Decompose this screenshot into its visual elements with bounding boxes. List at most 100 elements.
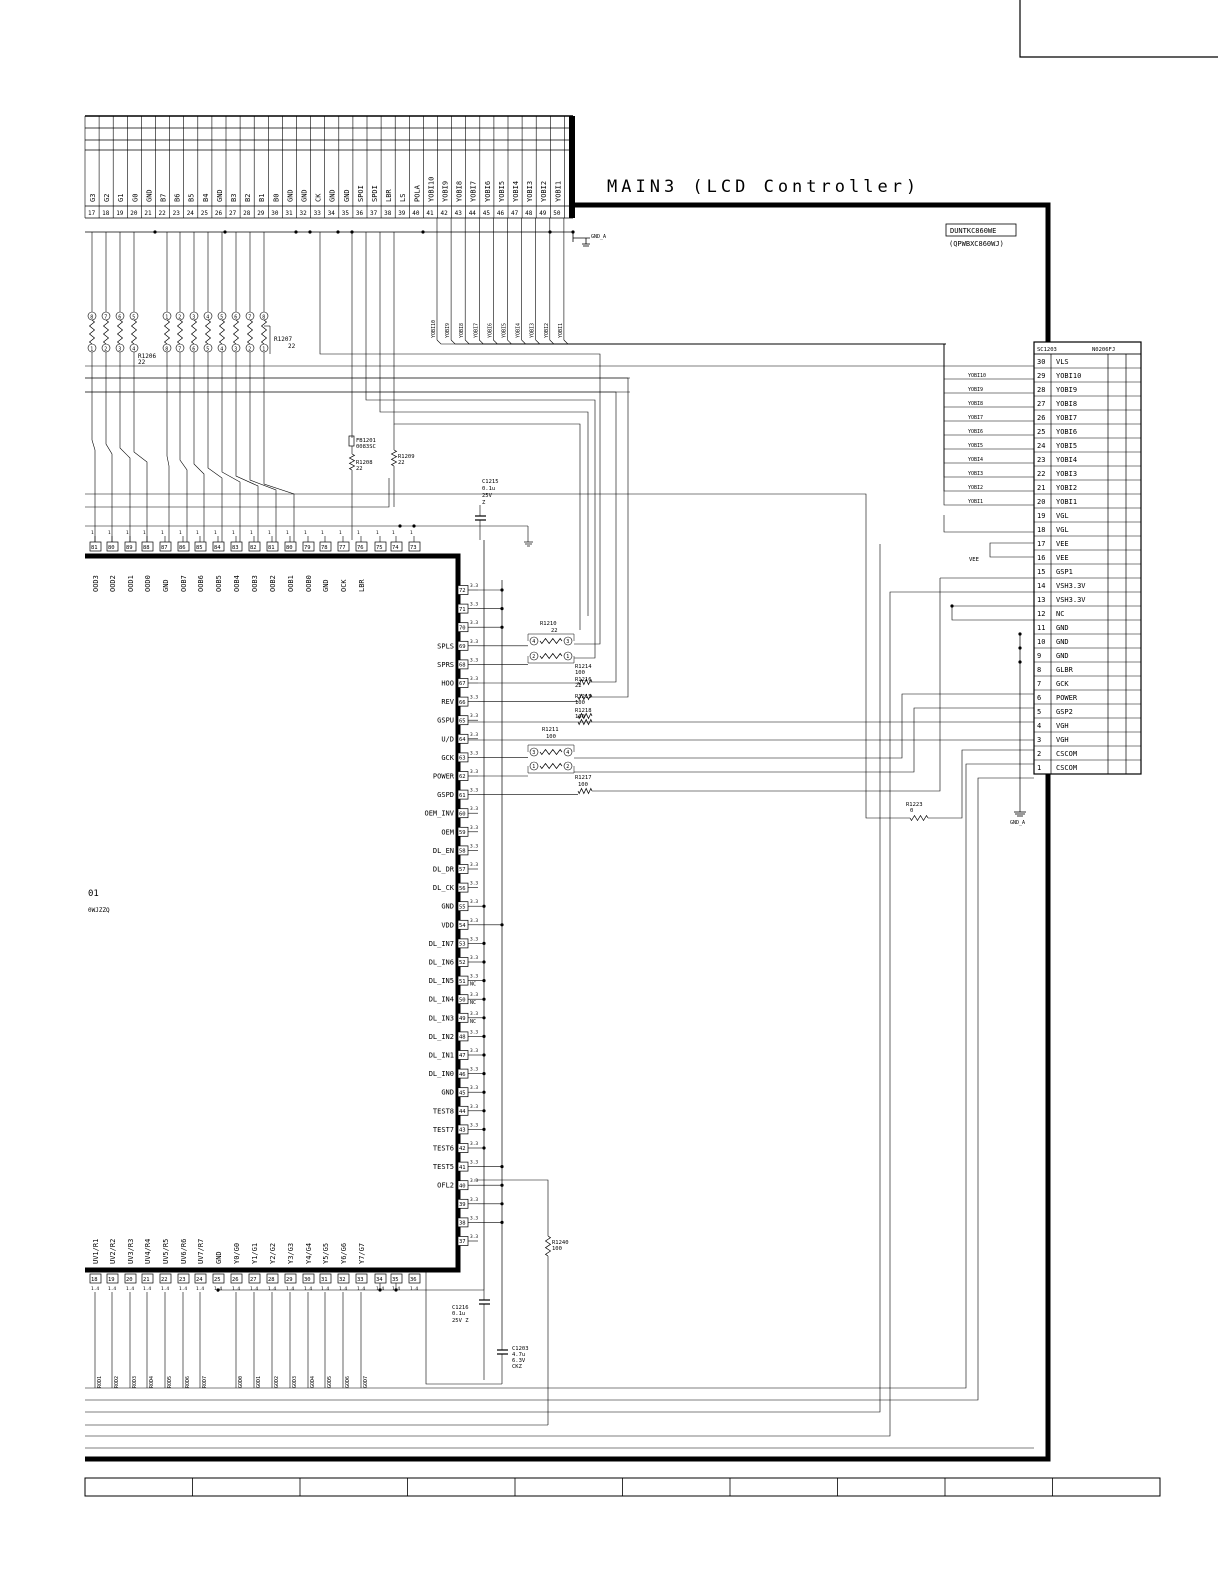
bus-signal-label: SPOI (357, 185, 365, 202)
ic-right-pin-voltage: 3.3 (470, 676, 478, 682)
ic-bottom-net-label: GOD1 (256, 1376, 262, 1388)
bus-pin-number: 37 (370, 210, 378, 217)
bus-pin-number: 32 (300, 210, 308, 217)
ic-right-signal-label: DL_IN6 (429, 959, 454, 967)
wire (951, 606, 1034, 621)
resistor-pin-number: 8 (262, 315, 265, 321)
ic-bottom-pin-number: 32 (339, 1277, 346, 1283)
bus-pin-number: 48 (525, 210, 533, 217)
bus-junction (153, 230, 157, 234)
resistor-pin-number: 2 (532, 654, 535, 660)
ic-bottom-pin-voltage: 1.4 (143, 1286, 151, 1292)
yobi-net-label: YOBI7 (473, 323, 479, 338)
yobi-net-label: YOBI8 (459, 323, 465, 338)
ic-right-pin-number: 55 (459, 904, 466, 910)
ic-right-pin-voltage: 3.3 (470, 1197, 478, 1203)
gnd-top: GND_A (572, 232, 606, 247)
connector-pin-number: 13 (1037, 596, 1045, 604)
ic-bottom-pin-number: 22 (161, 1277, 168, 1283)
bus-signal-label: B3 (230, 194, 238, 202)
yobi-net-label: YOBI1 (558, 323, 564, 338)
ic-right-signal-label: GND (441, 903, 454, 911)
ic-right-pin-voltage: 3.3 (470, 750, 478, 756)
connector-pin-name: GND (1056, 624, 1069, 632)
ic-right-pin-number: 51 (459, 979, 466, 985)
resistor-array-element (130, 319, 138, 345)
ic-bottom-signal-label: UV7/R7 (197, 1239, 205, 1264)
wire (166, 352, 170, 542)
ic-bottom-pin-voltage: 1.4 (410, 1286, 418, 1292)
ic-right-pin-number: 38 (459, 1221, 466, 1227)
ic-right-pin-voltage: 3.3 (470, 843, 478, 849)
resistor-r1214 (577, 678, 593, 686)
ic-top-signal-label: OOB5 (215, 575, 223, 592)
wire (521, 339, 946, 345)
resistor-array-element (260, 319, 268, 345)
bus-pin-number: 18 (102, 210, 110, 217)
wire (91, 352, 96, 542)
connector-pin-number: 8 (1037, 666, 1041, 674)
resistor-pin-number: 2 (104, 347, 107, 353)
ic-bottom-pin-number: 33 (357, 1277, 364, 1283)
ic-right-pin-number: 53 (459, 942, 466, 948)
connector-pin-name: VGL (1056, 512, 1069, 520)
ic-right-signal-label: OFL2 (437, 1182, 454, 1190)
connector-pin-name: VEE (1056, 554, 1069, 562)
bus-pin-number: 27 (229, 210, 237, 217)
ic-bottom-net-label: GOD3 (292, 1376, 298, 1388)
wire (943, 344, 1034, 394)
ic-right-signal-label: REV (441, 698, 454, 706)
ic-right-pin-voltage: 3.3 (470, 974, 478, 980)
connector-pin-name: VGH (1056, 722, 1069, 730)
bus-junction (336, 230, 340, 234)
connector-pin-name: GND (1056, 638, 1069, 646)
connector-pin-number: 28 (1037, 386, 1045, 394)
ic-right-signal-label: GSPU (437, 717, 454, 725)
ic-bottom-pin-number: 30 (304, 1277, 311, 1283)
resistor-pin (529, 747, 539, 757)
bus-pin-number: 44 (469, 210, 477, 217)
wire (436, 339, 946, 345)
r1210-value: 22 (551, 628, 558, 634)
connector-pin-name: VSH3.3V (1056, 582, 1086, 590)
ic-top-pin (89, 541, 102, 552)
bus-pin-number: 39 (398, 210, 406, 217)
connector-pin-number: 20 (1037, 498, 1045, 506)
ic-bottom-signal-label: Y4/G4 (305, 1243, 313, 1264)
connector-pin-number: 18 (1037, 526, 1045, 534)
ic-right-pin-number: 43 (459, 1128, 466, 1134)
resistor-pin (529, 761, 539, 771)
fb1201-ref: FB1201 (356, 438, 376, 444)
ic-top-pin-number: 88 (143, 545, 150, 551)
wire (943, 344, 1034, 408)
ic-right-pin-voltage: 3.3 (470, 1048, 478, 1054)
ic-bottom-pin-number: 23 (179, 1277, 186, 1283)
ic-bottom-pin-number: 34 (376, 1277, 383, 1283)
ic-right-pin-number: 71 (459, 607, 466, 613)
ic-top-pin (266, 541, 279, 552)
bus-signal-label: GND (216, 189, 224, 202)
resistor-pin-number: 7 (248, 315, 251, 321)
ic-top-pin-number: 80 (286, 545, 293, 551)
wire (221, 352, 241, 542)
ic-bottom-pin-number: 31 (321, 1277, 328, 1283)
ic-top-signal-label: OOD0 (144, 575, 152, 592)
ic-bottom-signal-label: Y7/G7 (358, 1243, 366, 1264)
bus-signal-label: YOBI9 (442, 181, 450, 202)
junction-dot (394, 1288, 398, 1292)
wire (943, 344, 1034, 506)
ic-top-pin-number: 81 (268, 545, 275, 551)
resistor-pin-number: 8 (90, 315, 93, 321)
resistor-array-element (163, 319, 171, 345)
ic-bottom-pin-number: 24 (196, 1277, 203, 1283)
resistor-pin-number: 5 (132, 315, 135, 321)
ic-top-pin-voltage: 1 (392, 530, 395, 536)
bus-signal-label: GND (301, 189, 309, 202)
c1203-voltage: 6.3V (512, 1358, 526, 1364)
connector-pin-number: 3 (1037, 736, 1041, 744)
ic-right-signal-label: SPRS (437, 661, 454, 669)
ic-bottom-pin-voltage: 1.4 (179, 1286, 187, 1292)
ic-right-pin-number: 40 (459, 1183, 466, 1189)
ic-top-pin-voltage: 1 (339, 530, 342, 536)
